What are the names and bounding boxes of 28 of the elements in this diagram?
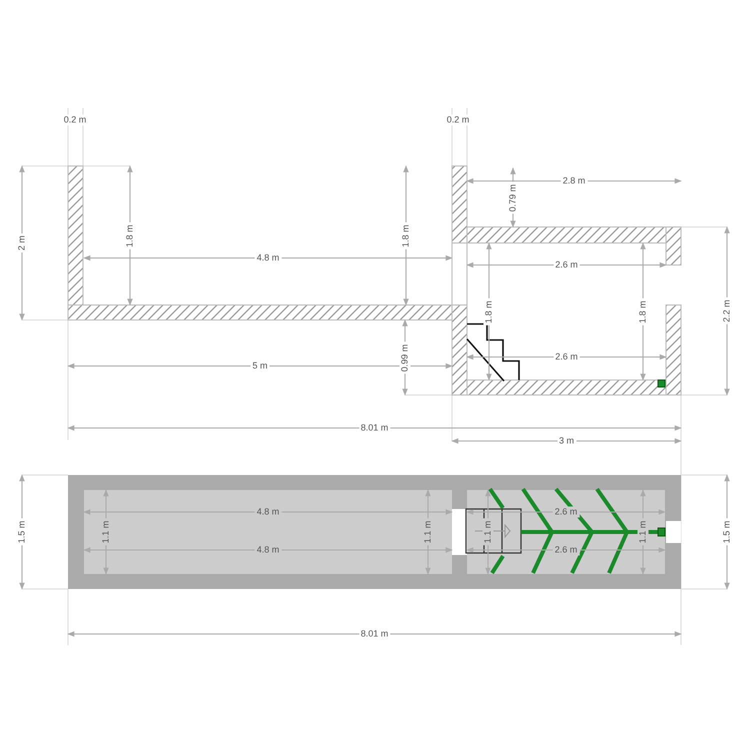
- dimension-label: 2.2 m: [722, 298, 732, 324]
- dimension-label: 1.8 m: [124, 222, 136, 249]
- dimension-label: 1.5 m: [722, 518, 732, 546]
- dimension-label: 0.79 m: [508, 182, 518, 214]
- dimension-label: 4.8 m: [254, 544, 282, 556]
- dimension-label: 0.2 m: [62, 114, 88, 126]
- dimension-label: 0.2 m: [444, 114, 472, 126]
- dimension-label: 8.01 m: [358, 422, 390, 434]
- dimension-label: 1.8 m: [638, 298, 648, 325]
- dimension-label: 2 m: [16, 234, 28, 252]
- dimension-label: 1.8 m: [400, 222, 412, 249]
- dimension-label: 1.5 m: [16, 518, 28, 546]
- dimension-label: 8.01 m: [358, 628, 390, 640]
- dimension-label: 2.6 m: [553, 260, 580, 270]
- dimension-label: 5 m: [250, 360, 270, 372]
- dimension-label: 1.1 m: [422, 518, 434, 546]
- dimension-label: 0.99 m: [400, 342, 410, 374]
- dimension-label: 2.6 m: [552, 506, 580, 518]
- dimension-label: 4.8 m: [254, 506, 282, 518]
- dimension-label: 1.1 m: [100, 518, 112, 546]
- dimension-label: 2.8 m: [560, 176, 588, 186]
- dimension-label: 1.8 m: [484, 298, 494, 325]
- dimension-label: 3 m: [557, 436, 576, 446]
- dimension-label: 2.6 m: [552, 544, 580, 556]
- dimension-label: 4.8 m: [254, 252, 282, 264]
- dimension-label: 2.6 m: [553, 352, 580, 362]
- dimension-label: 1.1 m: [482, 518, 494, 546]
- dimension-label: 1.1 m: [638, 518, 648, 546]
